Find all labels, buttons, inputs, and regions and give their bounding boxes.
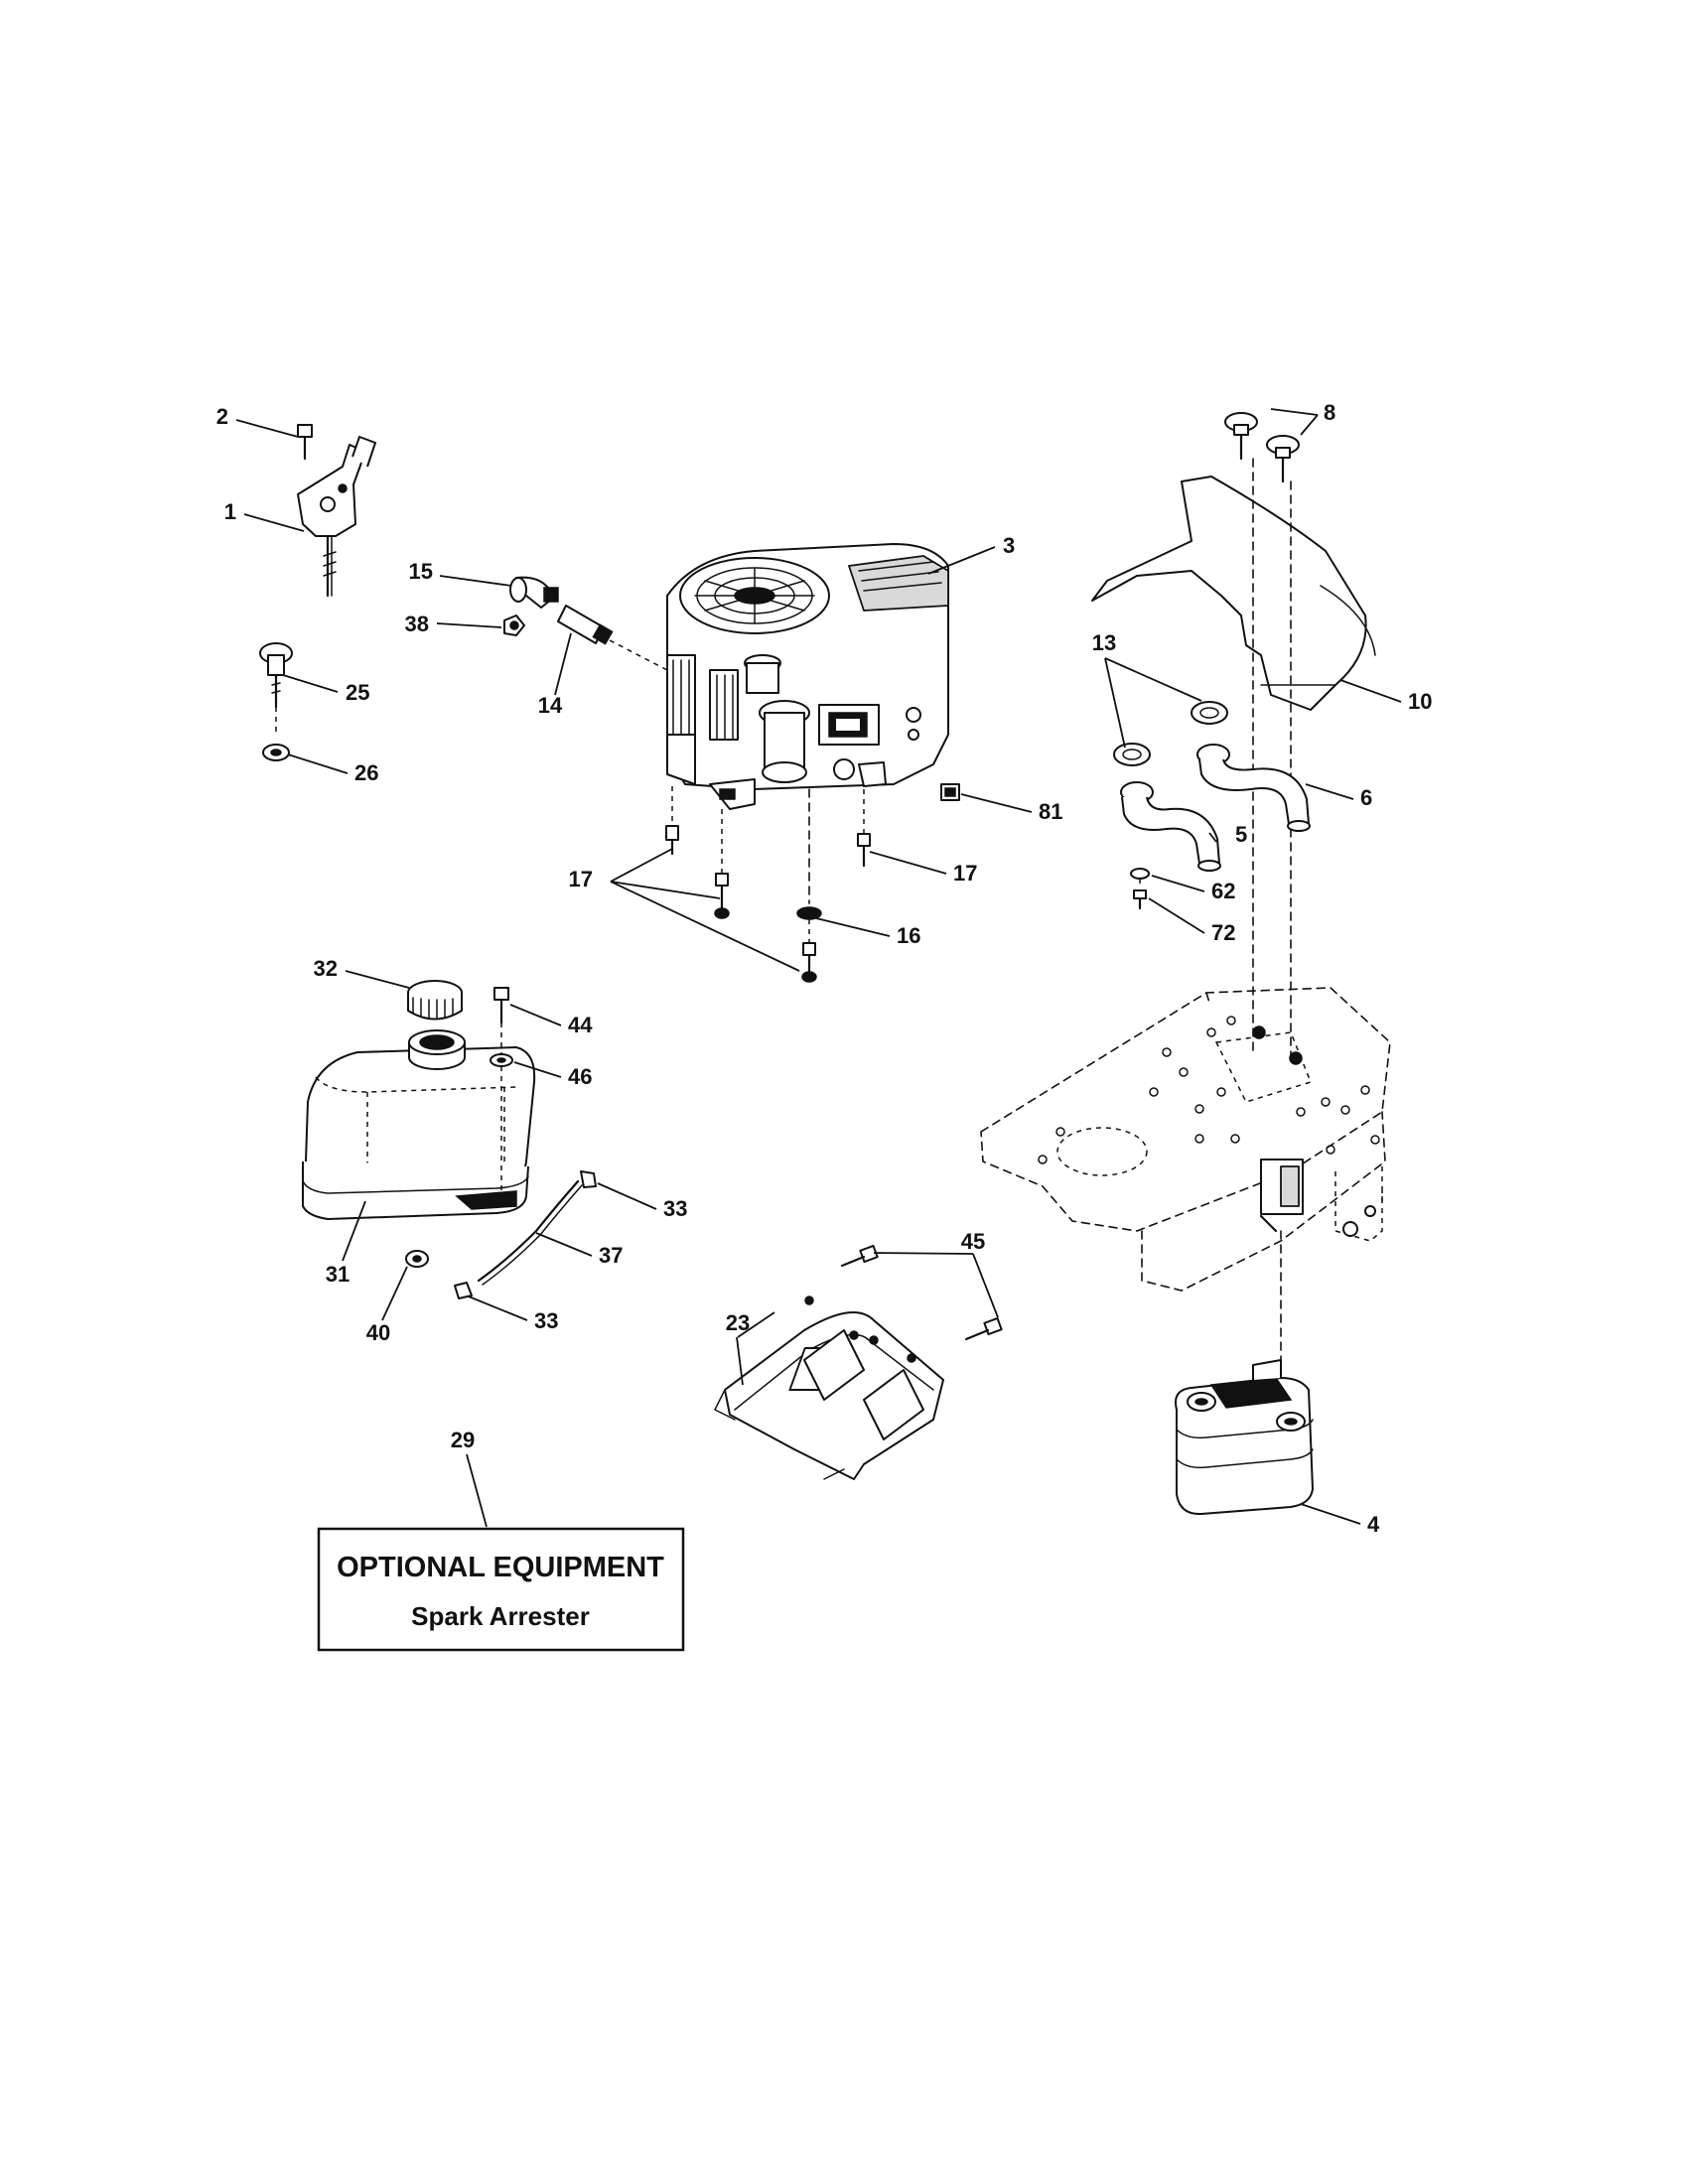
callout-15: 15	[409, 559, 433, 584]
callout-33-bottom: 33	[534, 1308, 558, 1333]
callout-72: 72	[1211, 920, 1235, 945]
callout-26: 26	[354, 760, 378, 785]
engine-part	[666, 543, 949, 810]
shield-bracket-part	[714, 1244, 1003, 1480]
throttle-control-part	[297, 424, 376, 598]
fuel-tank-part	[302, 980, 536, 1268]
callout-14: 14	[538, 693, 563, 718]
callout-labels: 2 1 3 4 5 6 8 10 13 14 15 16 17 17 23 25…	[216, 400, 1433, 1537]
muffler-part	[1175, 1359, 1314, 1516]
callout-4: 4	[1367, 1512, 1380, 1537]
callout-8: 8	[1324, 400, 1335, 425]
callout-16: 16	[897, 923, 920, 948]
callout-31: 31	[326, 1262, 350, 1287]
callout-13: 13	[1092, 630, 1116, 655]
callout-46: 46	[568, 1064, 592, 1089]
callout-32: 32	[314, 956, 338, 981]
callout-25: 25	[346, 680, 369, 705]
callout-38: 38	[405, 612, 429, 636]
exhaust-pipes-part	[1113, 701, 1311, 910]
callout-37: 37	[599, 1243, 623, 1268]
engine-bolts	[665, 786, 871, 983]
fuel-elbow-part	[503, 576, 668, 671]
optional-equipment-title: OPTIONAL EQUIPMENT	[337, 1552, 664, 1583]
part-81	[940, 783, 960, 801]
chassis-plate-part	[980, 987, 1391, 1440]
callout-23: 23	[726, 1310, 750, 1335]
choke-knob-part	[259, 642, 293, 761]
callout-17-left: 17	[569, 867, 593, 891]
callout-2: 2	[216, 404, 228, 429]
callout-44: 44	[568, 1013, 593, 1037]
callout-33-top: 33	[663, 1196, 687, 1221]
callout-45: 45	[961, 1229, 985, 1254]
callout-6: 6	[1360, 785, 1372, 810]
callout-17-right: 17	[953, 861, 977, 886]
callout-81: 81	[1039, 799, 1062, 824]
callout-40: 40	[366, 1320, 390, 1345]
callout-62: 62	[1211, 879, 1235, 903]
optional-equipment-box: OPTIONAL EQUIPMENT Spark Arrester	[317, 1527, 685, 1652]
callout-29: 29	[451, 1428, 475, 1452]
callout-1: 1	[224, 499, 236, 524]
leader-lines	[235, 408, 1402, 1528]
callout-5: 5	[1235, 822, 1247, 847]
heat-shield-part	[1091, 412, 1376, 1063]
optional-equipment-subtitle: Spark Arrester	[411, 1601, 590, 1631]
callout-3: 3	[1003, 533, 1015, 558]
callout-10: 10	[1408, 689, 1432, 714]
